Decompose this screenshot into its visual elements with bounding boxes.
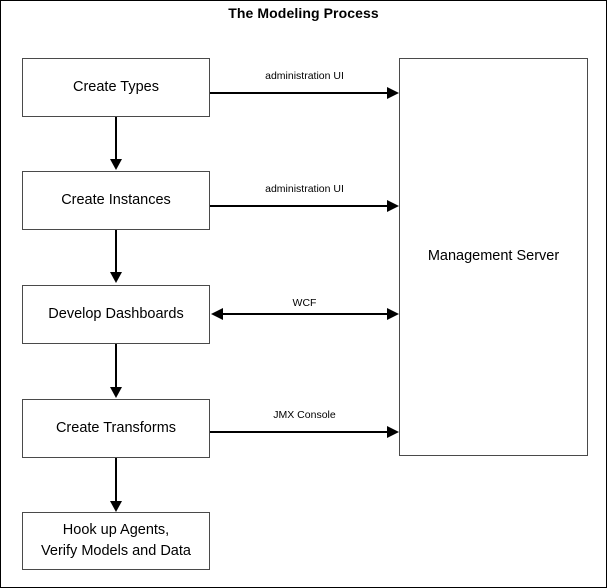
connector-dashboards-server-arrowhead-left [211,308,223,320]
flow-connector-transforms-to-agents-line [115,458,117,502]
node-develop-dashboards[interactable]: Develop Dashboards [22,285,210,344]
node-create-transforms[interactable]: Create Transforms [22,399,210,458]
node-create-transforms-label: Create Transforms [55,419,177,436]
flow-connector-instances-to-dashboards-line [115,230,117,273]
connector-instances-server-arrowhead [387,200,399,212]
flow-connector-transforms-to-agents-arrowhead [110,501,122,512]
node-hook-up-agents-label: Hook up Agents, Verify Models and Data [41,521,191,559]
connector-dashboards-server-line [222,313,387,315]
connector-types-server-label: administration UI [265,70,344,82]
node-management-server-label: Management Server [427,248,560,265]
connector-types-server-line [210,92,389,94]
connector-transforms-server-line [210,431,389,433]
connector-instances-server-line [210,205,389,207]
connector-instances-server-label: administration UI [265,183,344,195]
node-create-types[interactable]: Create Types [22,58,210,117]
node-create-instances[interactable]: Create Instances [22,171,210,230]
node-develop-dashboards-label: Develop Dashboards [48,305,184,322]
connector-dashboards-server-label: WCF [292,297,317,309]
connector-dashboards-server-arrowhead-right [387,308,399,320]
node-hook-up-agents[interactable]: Hook up Agents, Verify Models and Data [22,512,210,570]
node-create-types-label: Create Types [73,78,159,95]
flow-connector-dashboards-to-transforms-arrowhead [110,387,122,398]
page-title: The Modeling Process [228,5,379,21]
node-management-server[interactable]: Management Server [399,58,588,456]
flow-connector-dashboards-to-transforms-line [115,344,117,388]
connector-types-server-arrowhead [387,87,399,99]
connector-transforms-server-arrowhead [387,426,399,438]
node-create-instances-label: Create Instances [61,191,171,208]
flow-connector-instances-to-dashboards-arrowhead [110,272,122,283]
flow-connector-types-to-instances-line [115,117,117,160]
flow-connector-types-to-instances-arrowhead [110,159,122,170]
connector-transforms-server-label: JMX Console [273,409,336,421]
